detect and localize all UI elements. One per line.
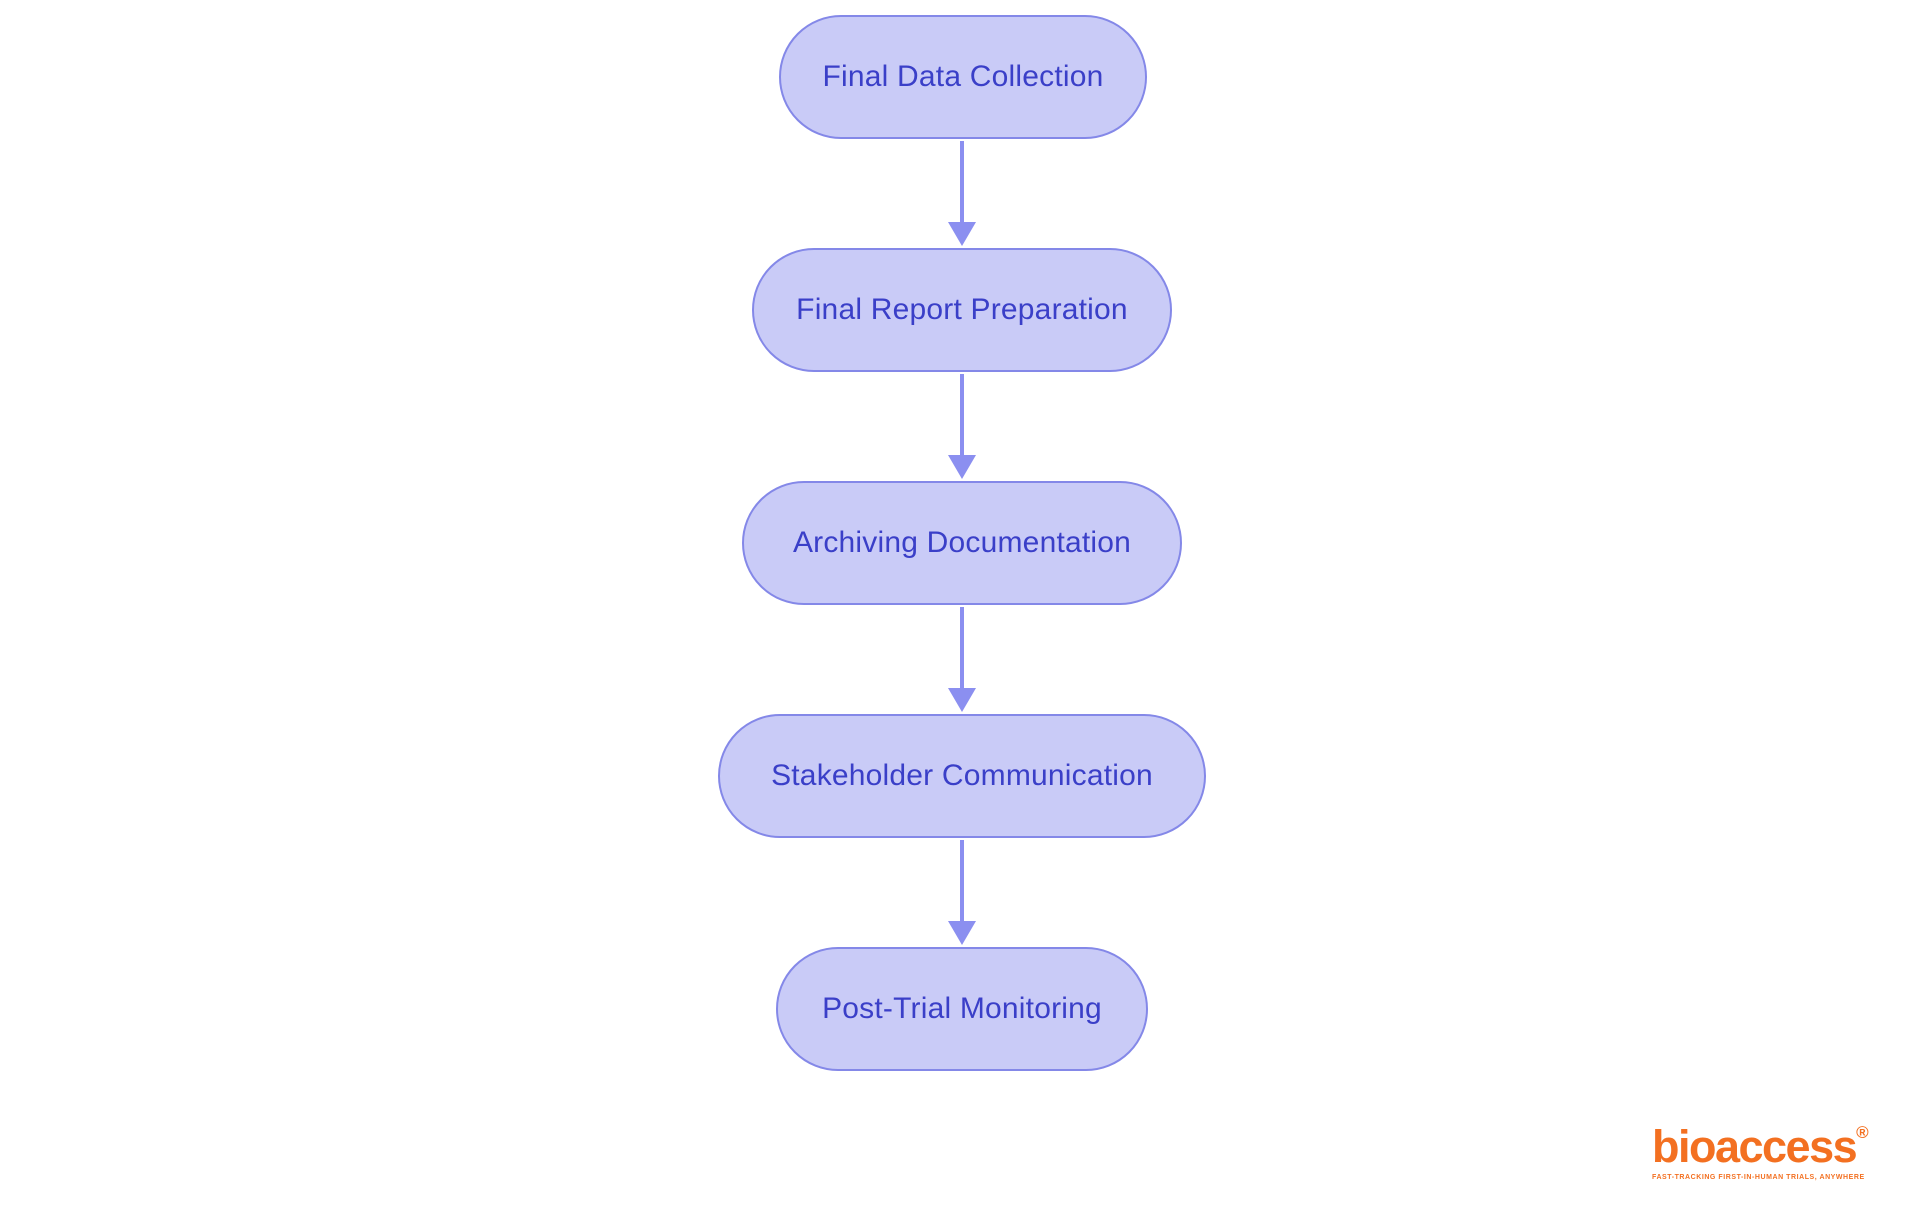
arrow-shaft (960, 374, 964, 458)
logo-wordmark: bioaccess® (1652, 1124, 1892, 1169)
arrow-head-icon (948, 688, 976, 712)
node-label: Final Data Collection (822, 60, 1104, 93)
arrow-shaft (960, 840, 964, 924)
node-label: Post-Trial Monitoring (822, 992, 1102, 1025)
arrow-head-icon (948, 921, 976, 945)
arrow-head-icon (948, 222, 976, 246)
flow-arrow-1 (948, 141, 976, 246)
registered-trademark-icon: ® (1856, 1123, 1869, 1142)
node-label: Archiving Documentation (792, 526, 1132, 559)
flow-node-stakeholder-communication: Stakeholder Communication (718, 714, 1206, 838)
node-label: Stakeholder Communication (771, 759, 1153, 792)
flow-arrow-2 (948, 374, 976, 479)
bioaccess-logo: bioaccess® FAST-TRACKING FIRST-IN-HUMAN … (1652, 1124, 1892, 1181)
flow-node-archiving-documentation: Archiving Documentation (742, 481, 1182, 605)
flow-node-post-trial-monitoring: Post-Trial Monitoring (776, 947, 1148, 1071)
arrow-shaft (960, 141, 964, 225)
flow-arrow-3 (948, 607, 976, 712)
arrow-head-icon (948, 455, 976, 479)
arrow-shaft (960, 607, 964, 691)
logo-tagline: FAST-TRACKING FIRST-IN-HUMAN TRIALS, ANY… (1652, 1174, 1865, 1181)
flow-node-final-data-collection: Final Data Collection (779, 15, 1147, 139)
flow-arrow-4 (948, 840, 976, 945)
flow-node-final-report-preparation: Final Report Preparation (752, 248, 1172, 372)
logo-text: bioaccess (1652, 1121, 1858, 1172)
node-label: Final Report Preparation (796, 293, 1128, 326)
